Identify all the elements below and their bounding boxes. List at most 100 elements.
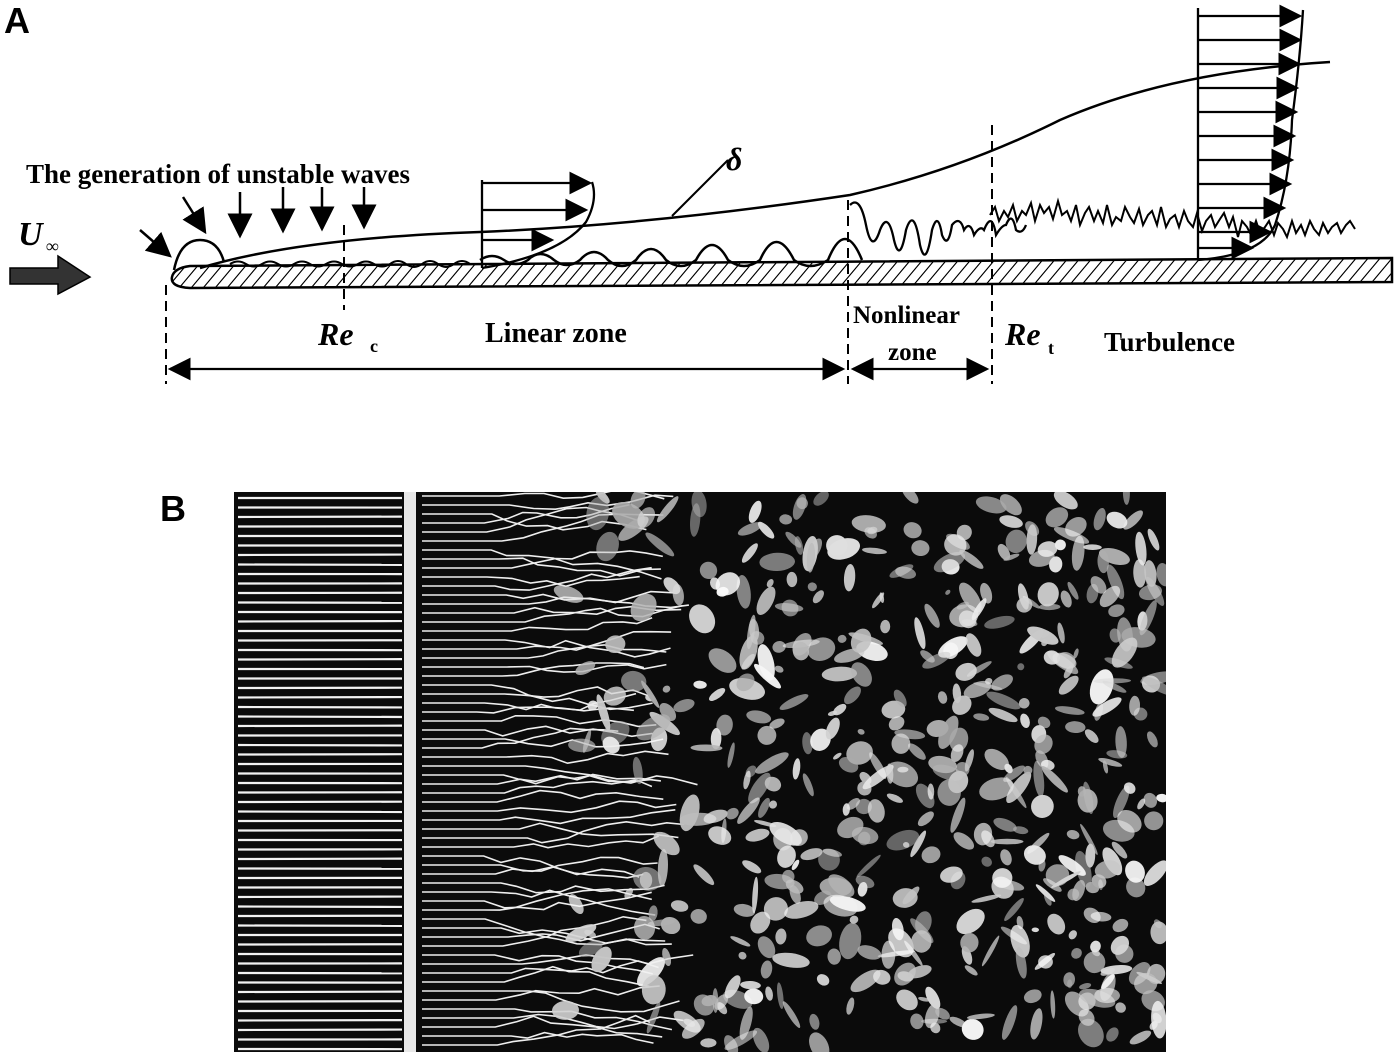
turbulent-smoke-patch [1043, 878, 1062, 892]
turbulent-smoke-patch [971, 598, 987, 621]
turbulent-smoke-patch [1000, 849, 1012, 866]
transitional-streak [422, 1013, 684, 1030]
turbulent-smoke-patch [979, 777, 1014, 801]
turbulent-smoke-patch [960, 932, 979, 953]
turbulent-smoke-patch [903, 522, 922, 539]
turbulent-smoke-patch [1106, 511, 1128, 529]
turbulent-smoke-patch [736, 575, 751, 609]
turbulent-smoke-patch [1078, 1018, 1104, 1048]
turbulent-smoke-patch [774, 665, 784, 673]
turbulent-smoke-patch [737, 797, 760, 824]
turbulent-smoke-patch [911, 930, 932, 953]
turbulent-smoke-patch [984, 748, 1009, 770]
transitional-streak [422, 779, 653, 794]
turbulent-smoke-patch [740, 980, 761, 990]
turbulent-smoke-patch [792, 494, 807, 520]
turbulent-smoke-patch [1033, 760, 1045, 797]
turbulent-smoke-patch [759, 552, 795, 572]
turbulent-smoke-patch [800, 848, 823, 861]
turbulent-smoke-patch [743, 770, 751, 790]
turbulent-smoke-patch [888, 716, 905, 731]
turbulent-smoke-patch [612, 501, 645, 529]
turbulent-smoke-patch [670, 900, 689, 912]
nonlinear-waves [849, 201, 1028, 256]
turbulent-smoke-patch [726, 807, 739, 820]
turbulent-smoke-patch [1108, 604, 1125, 617]
turbulent-smoke-patch [961, 1018, 984, 1040]
turbulent-smoke-patch [764, 776, 782, 792]
turbulent-smoke-patch [1065, 721, 1086, 734]
turbulent-smoke-patch [1111, 637, 1138, 668]
turbulent-smoke-patch [851, 515, 886, 533]
turbulent-smoke-patch [928, 755, 957, 774]
transitional-streak [422, 789, 664, 803]
turbulent-smoke-patch [1047, 913, 1066, 935]
turbulent-smoke-patch [724, 1030, 758, 1050]
turbulent-smoke-patch [833, 752, 842, 760]
turbulent-smoke-patch [748, 772, 771, 804]
turbulent-smoke-patch [630, 593, 657, 622]
turbulent-smoke-patch [975, 496, 1007, 514]
turbulent-smoke-patch [914, 617, 926, 650]
turbulent-smoke-patch [924, 603, 940, 628]
delta-leader [671, 159, 729, 217]
turbulent-smoke-patch [959, 582, 982, 613]
turbulent-smoke-patch [756, 586, 776, 615]
turbulent-smoke-patch [1143, 792, 1158, 808]
freestream-symbol: U [18, 216, 45, 253]
turbulent-smoke-patch [1089, 669, 1114, 705]
turbulent-smoke-patch [660, 916, 681, 935]
turbulent-fluctuations [989, 197, 1356, 240]
turbulent-smoke-patch [690, 909, 707, 924]
turbulent-smoke-patch [641, 680, 660, 708]
turbulent-smoke-patch [886, 829, 920, 851]
turbulent-smoke-patch [1060, 590, 1072, 608]
turbulent-smoke-patch [662, 685, 671, 693]
transitional-streak [422, 506, 639, 533]
transitional-streak [422, 888, 652, 911]
turbulent-smoke-patch [886, 763, 894, 784]
transitional-streak [422, 492, 665, 500]
turbulent-smoke-patch [849, 915, 859, 924]
transitional-streak [422, 727, 619, 749]
turbulent-smoke-patch [862, 547, 887, 555]
turbulent-smoke-patch [1037, 716, 1051, 729]
turbulent-smoke-patch [827, 948, 841, 965]
turbulent-smoke-patch [596, 531, 619, 562]
turbulent-smoke-patch [755, 752, 789, 774]
turbulent-smoke-patch [1111, 841, 1128, 859]
turbulent-smoke-patch [1016, 597, 1033, 613]
turbulent-smoke-patch [850, 628, 872, 653]
turbulent-smoke-patch [956, 601, 969, 610]
turbulent-smoke-patch [596, 694, 611, 731]
turbulent-smoke-patch [809, 1032, 830, 1052]
turbulent-smoke-patch [1054, 706, 1085, 715]
disturbance-arrows [181, 187, 377, 239]
turbulent-smoke-patch [1083, 781, 1094, 815]
turbulent-smoke-patch [927, 783, 935, 800]
transitional-streak [422, 1008, 673, 1031]
transitional-streak [422, 822, 679, 839]
turbulent-smoke-patch [922, 651, 951, 669]
turbulent-smoke-patch [997, 543, 1011, 561]
turbulent-smoke-patch [1144, 811, 1164, 831]
turbulence-label: Turbulence [1104, 327, 1235, 357]
turbulent-smoke-patch [552, 1000, 579, 1020]
turbulent-smoke-patch [699, 561, 718, 580]
turbulent-smoke-patch [891, 733, 911, 754]
turbulent-smoke-patch [637, 507, 655, 528]
transitional-streak [422, 835, 660, 849]
turbulent-smoke-patch [789, 885, 801, 904]
nonlinear-zone-label-1: Nonlinear [853, 302, 960, 329]
turbulent-smoke-patch [1126, 877, 1146, 898]
turbulent-smoke-patch [662, 947, 672, 967]
turbulent-smoke-patch [981, 935, 1000, 967]
turbulent-smoke-patch [981, 856, 992, 867]
turbulent-smoke-patch [1135, 531, 1147, 566]
turbulent-smoke-patch [786, 571, 798, 588]
turbulent-smoke-patch [956, 524, 972, 541]
turbulent-smoke-patch [1147, 731, 1158, 748]
laminar-velocity-profile [480, 171, 596, 270]
turbulent-smoke-patch [855, 798, 872, 815]
turbulent-smoke-patch [993, 817, 1017, 832]
